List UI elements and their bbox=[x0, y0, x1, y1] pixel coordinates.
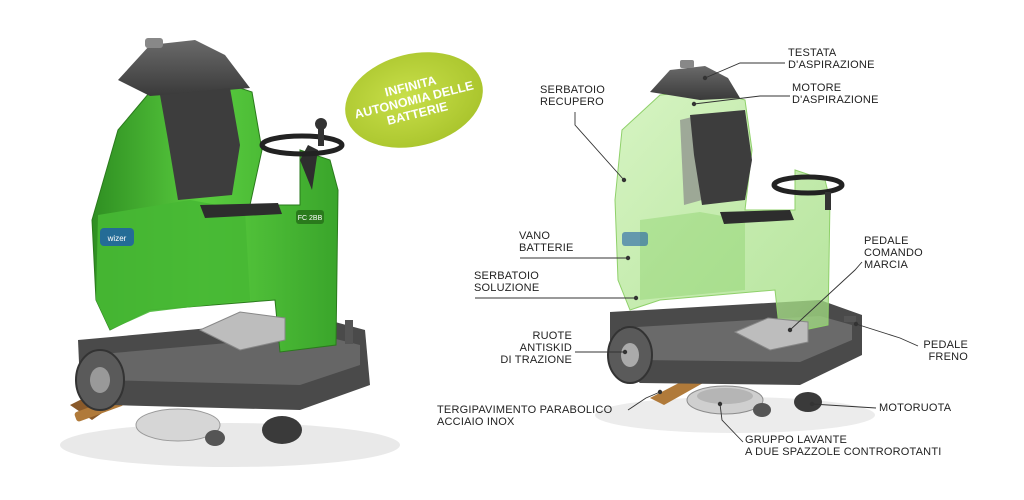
line-pedale-marcia bbox=[789, 261, 863, 331]
label-gruppo-lavante: GRUPPO LAVANTE A DUE SPAZZOLE CONTROROTA… bbox=[745, 434, 942, 458]
line-motoruota bbox=[811, 403, 877, 409]
left-model-text: FC 2BB bbox=[298, 215, 323, 222]
left-scrubber-machine: wizer FC 2BB bbox=[60, 38, 400, 467]
right-footboard bbox=[733, 317, 809, 351]
label-line: RUOTE bbox=[532, 330, 572, 342]
label-serbatoio-recupero: SERBATOIO RECUPERO bbox=[540, 84, 605, 108]
line-tergi bbox=[627, 391, 661, 411]
autonomy-badge-text: INFINITA AUTONOMIA DELLE BATTERIE bbox=[334, 36, 493, 163]
label-motoruota: MOTORUOTA bbox=[879, 402, 951, 414]
left-footboard bbox=[198, 311, 286, 351]
label-line: SERBATOIO bbox=[540, 84, 605, 96]
label-line: DI TRAZIONE bbox=[500, 354, 572, 366]
autonomy-badge-text-wrap: INFINITA AUTONOMIA DELLE BATTERIE bbox=[344, 52, 484, 148]
line-gruppo bbox=[719, 403, 744, 443]
label-line: D'ASPIRAZIONE bbox=[788, 59, 875, 71]
label-line: ANTISKID bbox=[519, 342, 572, 354]
left-seat bbox=[200, 203, 282, 218]
label-motore-aspirazione: MOTORE D'ASPIRAZIONE bbox=[792, 82, 879, 106]
label-line: D'ASPIRAZIONE bbox=[792, 94, 879, 106]
label-line: SERBATOIO bbox=[474, 270, 539, 282]
right-suction-head bbox=[650, 66, 740, 100]
label-vano-batterie: VANO BATTERIE bbox=[519, 230, 574, 254]
label-testata-aspirazione: TESTATA D'ASPIRAZIONE bbox=[788, 47, 875, 71]
callout-lines bbox=[475, 62, 919, 443]
line-recupero bbox=[574, 112, 625, 181]
label-serbatoio-soluzione: SERBATOIO SOLUZIONE bbox=[474, 270, 539, 294]
label-line: SOLUZIONE bbox=[474, 282, 540, 294]
label-pedale-freno: PEDALE FRENO bbox=[920, 339, 968, 363]
label-line: TERGIPAVIMENTO PARABOLICO bbox=[437, 404, 613, 416]
label-line: VANO bbox=[519, 230, 551, 242]
label-line: A DUE SPAZZOLE CONTROROTANTI bbox=[745, 446, 942, 458]
left-seat-back bbox=[160, 88, 240, 200]
label-line: BATTERIE bbox=[519, 242, 574, 254]
label-pedale-comando-marcia: PEDALE COMANDO MARCIA bbox=[864, 235, 923, 271]
right-seat-back bbox=[690, 110, 752, 205]
label-line: MARCIA bbox=[864, 259, 908, 271]
label-line: RECUPERO bbox=[540, 96, 604, 108]
right-steering-wheel bbox=[771, 174, 845, 196]
right-caster-wheel bbox=[753, 403, 771, 417]
line-freno bbox=[855, 323, 919, 347]
label-line: MOTORUOTA bbox=[879, 402, 952, 414]
label-line: PEDALE bbox=[864, 235, 909, 247]
left-brand-plate: wizer bbox=[100, 228, 134, 246]
label-line: FRENO bbox=[928, 351, 968, 363]
line-motore bbox=[693, 95, 790, 105]
label-line: MOTORE bbox=[792, 82, 842, 94]
label-line: PEDALE bbox=[923, 339, 968, 351]
left-brand-text: wizer bbox=[107, 234, 127, 243]
autonomy-badge bbox=[345, 52, 483, 148]
label-line: TESTATA bbox=[788, 47, 837, 59]
right-motor-wheel bbox=[794, 392, 822, 412]
label-line: COMANDO bbox=[864, 247, 923, 259]
left-suction-head bbox=[118, 40, 250, 96]
right-scrubber-machine bbox=[595, 60, 875, 433]
left-front-wheel bbox=[262, 416, 302, 444]
left-model-plate: FC 2BB bbox=[296, 210, 324, 224]
left-caster-wheel bbox=[205, 430, 225, 446]
label-line: ACCIAIO INOX bbox=[437, 416, 515, 428]
label-ruote-antiskid: RUOTE ANTISKID DI TRAZIONE bbox=[470, 330, 572, 366]
left-steering-wheel bbox=[259, 133, 345, 157]
right-seat bbox=[720, 210, 794, 224]
left-brush-deck bbox=[135, 408, 221, 442]
line-testata bbox=[704, 62, 785, 79]
label-tergipavimento: TERGIPAVIMENTO PARABOLICO ACCIAIO INOX bbox=[437, 404, 612, 428]
label-line: GRUPPO LAVANTE bbox=[745, 434, 848, 446]
